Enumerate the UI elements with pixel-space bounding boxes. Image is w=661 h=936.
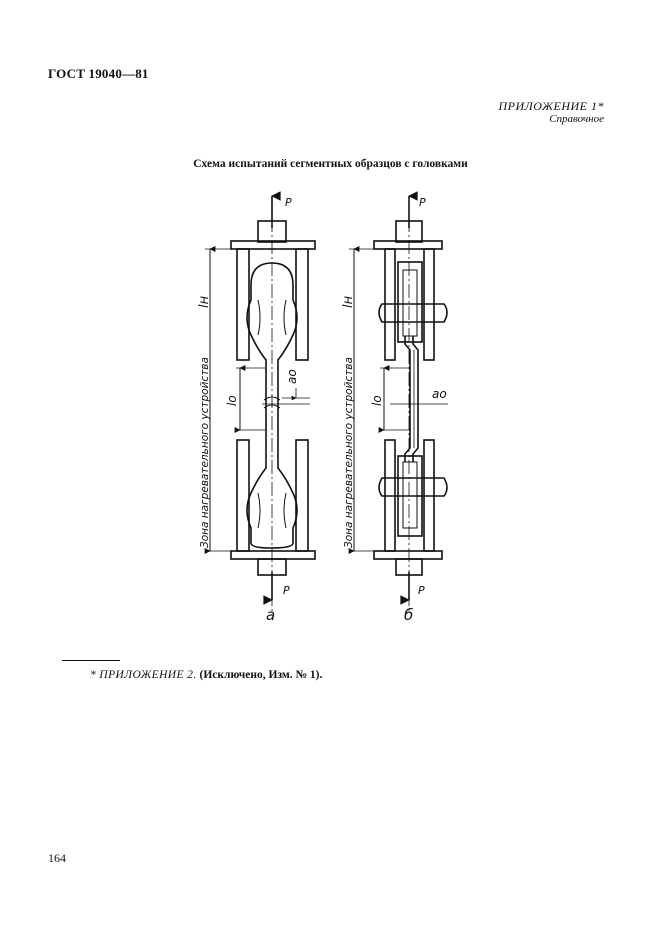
gauge-label-b: lо [370, 395, 384, 406]
zone-symbol-a: lн [197, 295, 212, 308]
zone-label-a: Зона нагревательного устройства [199, 357, 211, 548]
variant-label-a: а [266, 606, 275, 624]
pin-top-b [378, 303, 448, 323]
load-label-bottom-b: P [418, 584, 425, 597]
footnote-marker: * ПРИЛОЖЕНИЕ 2. [90, 669, 197, 681]
footnote-body: (Исключено, Изм. № 1). [199, 669, 323, 681]
bottom-grip-plate-b [373, 550, 443, 560]
test-scheme-diagram: Зона нагревательного устройства lн lо aо… [197, 191, 448, 624]
appendix-title: ПРИЛОЖЕНИЕ 1* [498, 99, 604, 113]
variant-label-b: б [404, 606, 413, 624]
footnote: * ПРИЛОЖЕНИЕ 2. (Исключено, Изм. № 1). [90, 669, 322, 681]
thickness-label-b: aо [432, 387, 447, 401]
scheme-a [204, 191, 316, 612]
scheme-b [348, 191, 448, 612]
figure-caption: Схема испытаний сегментных образцов с го… [193, 158, 468, 170]
appendix-subtitle: Справочное [549, 113, 604, 125]
gauge-label-a: lо [225, 395, 239, 406]
zone-symbol-b: lн [341, 295, 356, 308]
top-grip-plate-a [230, 240, 316, 250]
zone-label-b: Зона нагревательного устройства [343, 357, 355, 548]
bottom-grip-plate-a [230, 550, 316, 560]
thickness-label-a: aо [285, 369, 299, 384]
document-code: ГОСТ 19040—81 [48, 66, 149, 81]
specimen-head-top-a [250, 262, 294, 300]
page-number: 164 [48, 851, 66, 865]
appendix-heading: ПРИЛОЖЕНИЕ 1* Справочное [499, 100, 604, 126]
load-label-top-a: P [285, 196, 292, 209]
top-grip-plate-b [373, 240, 443, 250]
pin-bottom-b [378, 477, 448, 497]
load-label-bottom-a: P [283, 584, 290, 597]
load-label-top-b: P [419, 196, 426, 209]
specimen-head-bottom-a [246, 456, 298, 549]
footnote-divider [62, 660, 120, 661]
